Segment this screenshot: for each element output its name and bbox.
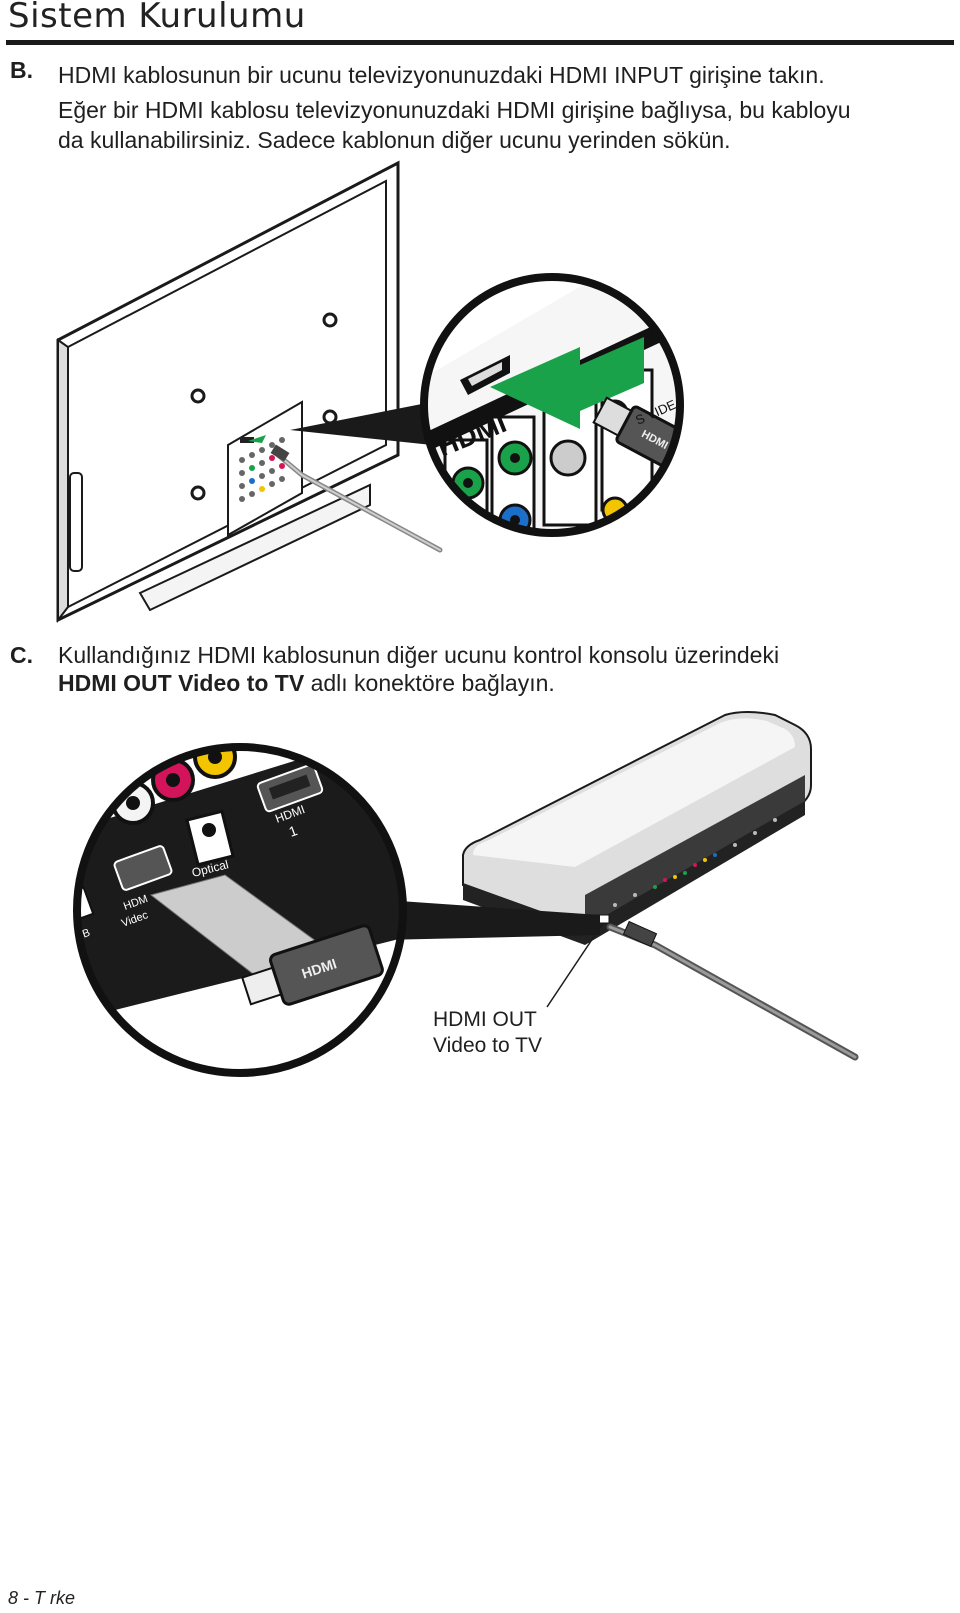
step-b-line1-hdmi: HDMI [58, 62, 117, 88]
callout-line1: HDMI OUT [433, 1008, 537, 1031]
console-zoom-circle: Optical IN HDMI 1 HDM Videc 'SB HDMI [73, 743, 407, 1077]
console-hdmi-illustration: Optical IN HDMI 1 HDM Videc 'SB HDMI [73, 711, 859, 1077]
tv-zoom-circle: HDMI HDMI S VIDE [420, 273, 684, 537]
tv-callout-wedge [290, 402, 432, 445]
step-c-line1: Kullandığınız HDMI kablosunun diğer ucun… [58, 642, 780, 668]
step-c-line2-text: adlı konektöre bağlayın. [310, 670, 555, 696]
header-rule [6, 40, 954, 45]
control-console [462, 711, 859, 1061]
step-b-line2: Eğer bir HDMI kablosu televizyonunuzdaki… [58, 97, 851, 123]
console-callout-wedge [380, 900, 600, 940]
page-title: Sistem Kurulumu [8, 0, 306, 36]
step-c-line2-connector: HDMI OUT Video to TV [58, 670, 305, 696]
step-b-line1-text: kablosunun bir ucunu televizyonunuzdaki … [123, 62, 825, 88]
step-c-letter: C. [10, 642, 33, 668]
tv-hdmi-illustration: HDMI HDMI S VIDE [56, 160, 684, 623]
step-b-line1: HDMI kablosunun bir ucunu televizyonunuz… [58, 55, 825, 90]
step-c: C. Kullandığınız HDMI kablosunun diğer u… [10, 640, 950, 704]
callout-pointer [546, 922, 604, 1008]
step-b-letter: B. [10, 57, 33, 83]
tv-back-panel [56, 160, 443, 623]
step-c-line2: HDMI OUT Video to TV adlı konektöre bağl… [58, 668, 555, 698]
step-b: B. HDMI kablosunun bir ucunu televizyonu… [10, 55, 950, 155]
hdmi-out-callout: HDMI OUT Video to TV [433, 1007, 542, 1059]
callout-line2: Video to TV [433, 1034, 542, 1057]
page-footer: 8 - T rke [8, 1588, 76, 1608]
insert-arrow-icon [490, 337, 644, 429]
step-b-line3: da kullanabilirsiniz. Sadece kablonun di… [58, 127, 731, 153]
